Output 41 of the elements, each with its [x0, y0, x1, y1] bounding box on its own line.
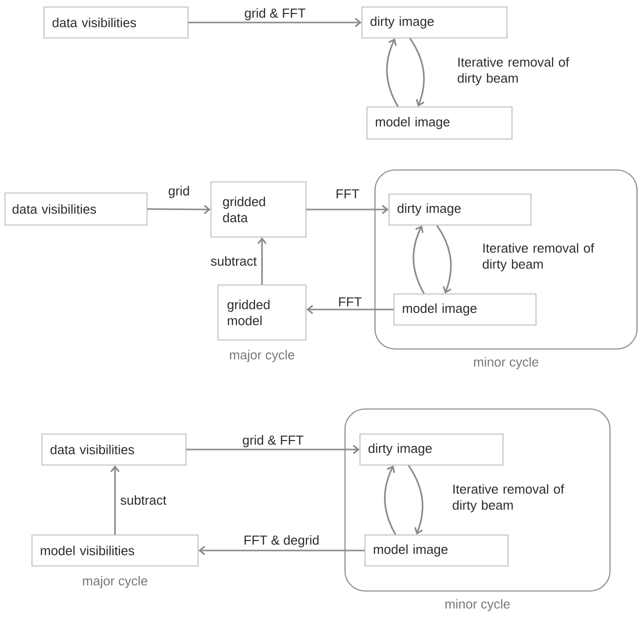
node-label: minor cycle	[474, 357, 538, 370]
node-label: minor cycle	[445, 599, 510, 612]
process-box: dirty image	[362, 6, 508, 38]
arrow	[186, 444, 360, 454]
process-box: gridded model	[218, 284, 306, 340]
process-box: dirty image	[388, 194, 532, 226]
process-box: gridded data	[210, 182, 306, 238]
arrow	[306, 304, 394, 314]
process-box: data visibilities	[4, 192, 148, 226]
cycle-label: major cycle	[83, 576, 148, 588]
process-box: model image	[364, 534, 508, 566]
process-box: dirty image	[360, 434, 504, 466]
arrow	[409, 38, 425, 107]
arrow	[386, 38, 399, 107]
process-box: model image	[394, 294, 536, 326]
edge-label: grid & FFT	[243, 7, 307, 22]
edge-label: subtract	[119, 494, 168, 506]
process-box: model image	[366, 106, 512, 140]
annotation: Iterative removal of dirty beam	[458, 57, 570, 86]
edge-label: grid & FFT	[241, 434, 305, 448]
cycle-label: major cycle	[230, 350, 294, 362]
annotation: Iterative removal of dirty beam	[482, 243, 594, 272]
arrow	[384, 465, 396, 535]
arrow	[198, 546, 365, 556]
arrow	[306, 204, 389, 214]
arrow	[188, 18, 362, 28]
process-box: data visibilities	[44, 6, 188, 38]
edge-label: FFT & degrid	[242, 534, 320, 548]
arrow	[412, 225, 425, 294]
process-box: data visibilities	[42, 434, 186, 466]
process-box: model visibilities	[32, 534, 198, 566]
arrow	[147, 204, 211, 214]
arrow	[408, 464, 424, 535]
arrow	[110, 465, 120, 535]
edge-label: grid	[167, 184, 191, 200]
edge-label: FFT	[334, 188, 360, 200]
annotation: Iterative removal of dirty beam	[452, 484, 564, 512]
arrow	[436, 224, 452, 294]
edge-label: FFT	[337, 296, 363, 308]
edge-label: subtract	[210, 255, 258, 267]
arrow	[257, 237, 267, 285]
